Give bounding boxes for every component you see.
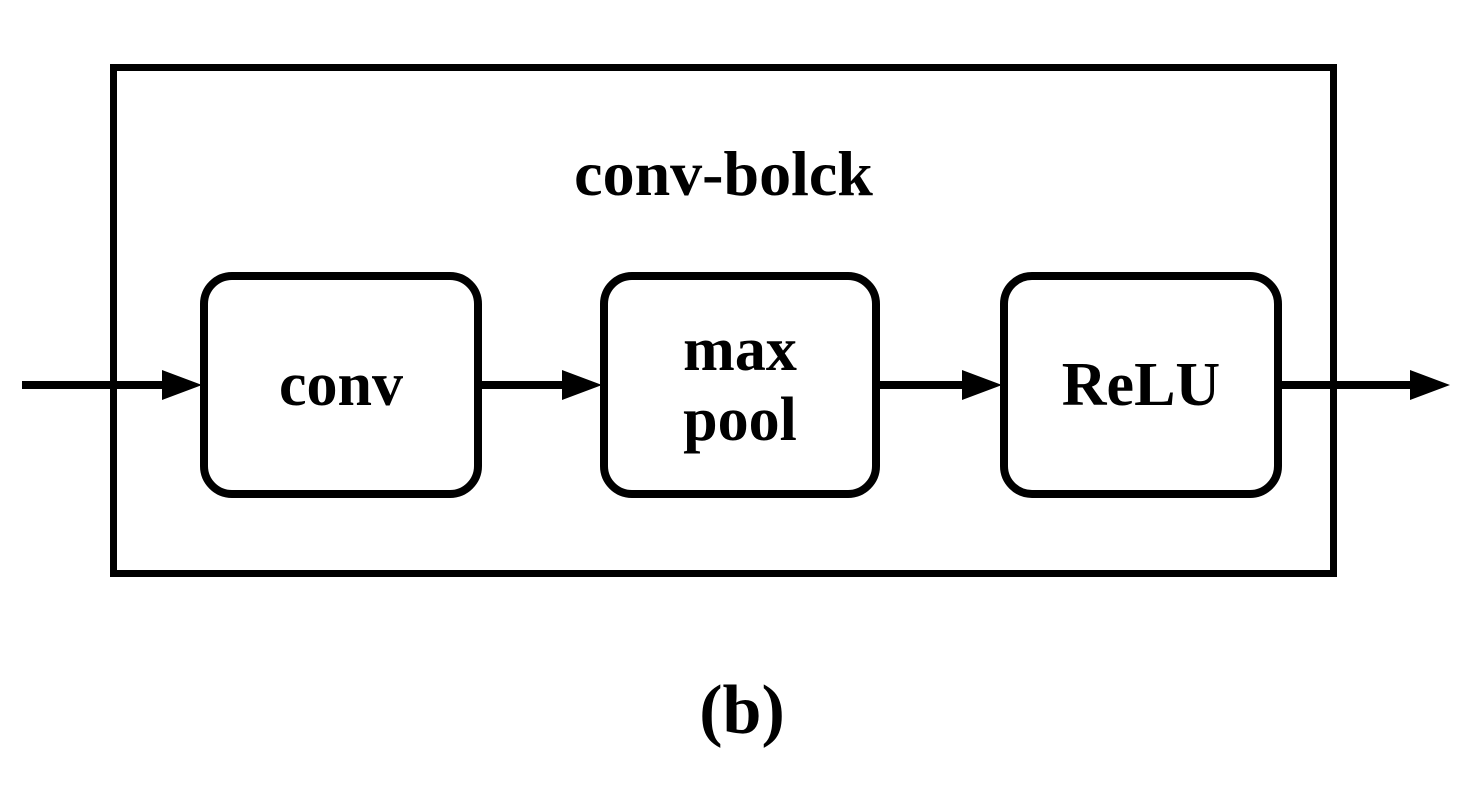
conv-block-title: conv-bolck xyxy=(574,138,873,209)
conv-block-container xyxy=(110,64,1337,577)
max-pool-box-label-line1: max xyxy=(683,316,797,384)
max-pool-box: max pool xyxy=(600,272,880,498)
figure-caption: (b) xyxy=(699,672,785,749)
relu-box-label: ReLU xyxy=(1061,351,1221,419)
conv-box: conv xyxy=(200,272,482,498)
relu-box: ReLU xyxy=(1000,272,1282,498)
conv-box-label: conv xyxy=(279,351,403,419)
max-pool-box-label-line2: pool xyxy=(683,386,797,454)
